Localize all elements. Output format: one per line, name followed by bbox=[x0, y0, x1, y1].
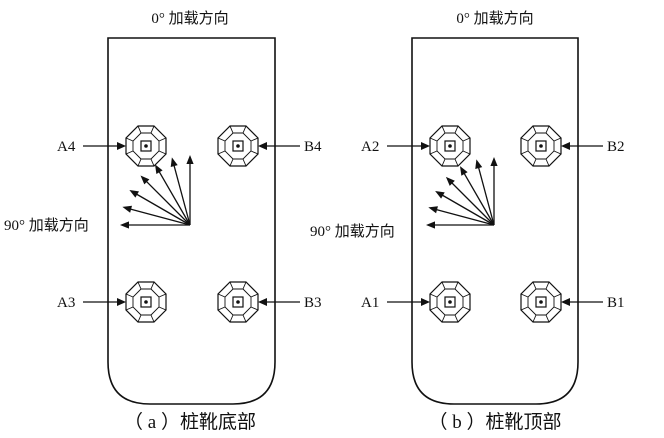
label-a3: A3 bbox=[57, 295, 75, 311]
fan-arrow-75deg bbox=[128, 208, 191, 226]
fan-arrow-15deg bbox=[477, 165, 495, 226]
fan-arrowhead-60deg bbox=[129, 190, 139, 198]
fan-arrow-60deg bbox=[135, 192, 191, 226]
sensor-a1-icon bbox=[429, 281, 471, 323]
fan-arrow-75deg bbox=[434, 208, 495, 226]
sensor-a2-icon bbox=[429, 125, 471, 167]
panel-b-top-label: 0° 加载方向 bbox=[456, 10, 533, 27]
fan-arrowhead-30deg bbox=[460, 166, 468, 176]
panel-a-top-label: 0° 加载方向 bbox=[151, 10, 228, 27]
label-b1: B1 bbox=[607, 295, 625, 311]
panel-b-spudcan-outline bbox=[411, 37, 579, 405]
fan-arrowhead-0deg bbox=[490, 157, 498, 166]
label-a1: A1 bbox=[361, 295, 379, 311]
fan-arrowhead-45deg bbox=[445, 176, 455, 186]
label-b3: B3 bbox=[304, 295, 322, 311]
sensor-b2-icon bbox=[520, 125, 562, 167]
sensor-a4-icon bbox=[125, 125, 167, 167]
panel-b-caption: （ b ）桩靴顶部 bbox=[428, 411, 561, 433]
fan-arrowhead-15deg bbox=[170, 157, 178, 168]
fan-arrow-60deg bbox=[440, 193, 495, 226]
fan-arrow-45deg bbox=[450, 181, 495, 226]
panel-a: 0° 加载方向 A4 B4 A3 B3 90° 加载方向 （ a ）桩靴底部 bbox=[4, 10, 322, 433]
panel-b-side-label: 90° 加载方向 bbox=[310, 223, 395, 240]
fan-arrow-15deg bbox=[173, 163, 191, 226]
fan-arrowhead-45deg bbox=[140, 175, 150, 185]
fan-arrowhead-90deg bbox=[120, 221, 129, 229]
label-a2: A2 bbox=[361, 139, 379, 155]
panel-a-loading-direction-fan bbox=[120, 155, 194, 229]
fan-arrowhead-75deg bbox=[428, 206, 438, 214]
panel-a-side-label: 90° 加载方向 bbox=[4, 217, 89, 234]
panel-b: 0° 加载方向 A2 B2 A1 B1 90° 加载方向 （ b ）桩靴顶部 bbox=[310, 10, 625, 433]
fan-arrowhead-75deg bbox=[122, 205, 133, 213]
fan-arrowhead-90deg bbox=[426, 221, 435, 229]
sensor-b4-icon bbox=[217, 125, 259, 167]
label-b2: B2 bbox=[607, 139, 625, 155]
fan-arrowhead-60deg bbox=[435, 191, 445, 199]
fan-arrow-30deg bbox=[462, 171, 495, 226]
fan-arrowhead-15deg bbox=[475, 159, 483, 169]
panel-a-caption: （ a ）桩靴底部 bbox=[124, 411, 256, 433]
fan-arrow-45deg bbox=[144, 179, 191, 226]
sensor-a3-icon bbox=[125, 281, 167, 323]
sensor-b3-icon bbox=[217, 281, 259, 323]
fan-arrowhead-30deg bbox=[155, 164, 163, 174]
panel-a-spudcan-outline bbox=[107, 37, 276, 405]
label-b4: B4 bbox=[304, 139, 322, 155]
sensor-b1-icon bbox=[520, 281, 562, 323]
fan-arrowhead-0deg bbox=[186, 155, 194, 164]
fan-arrow-30deg bbox=[157, 170, 191, 226]
label-a4: A4 bbox=[57, 139, 76, 155]
panel-b-loading-direction-fan bbox=[426, 157, 498, 229]
